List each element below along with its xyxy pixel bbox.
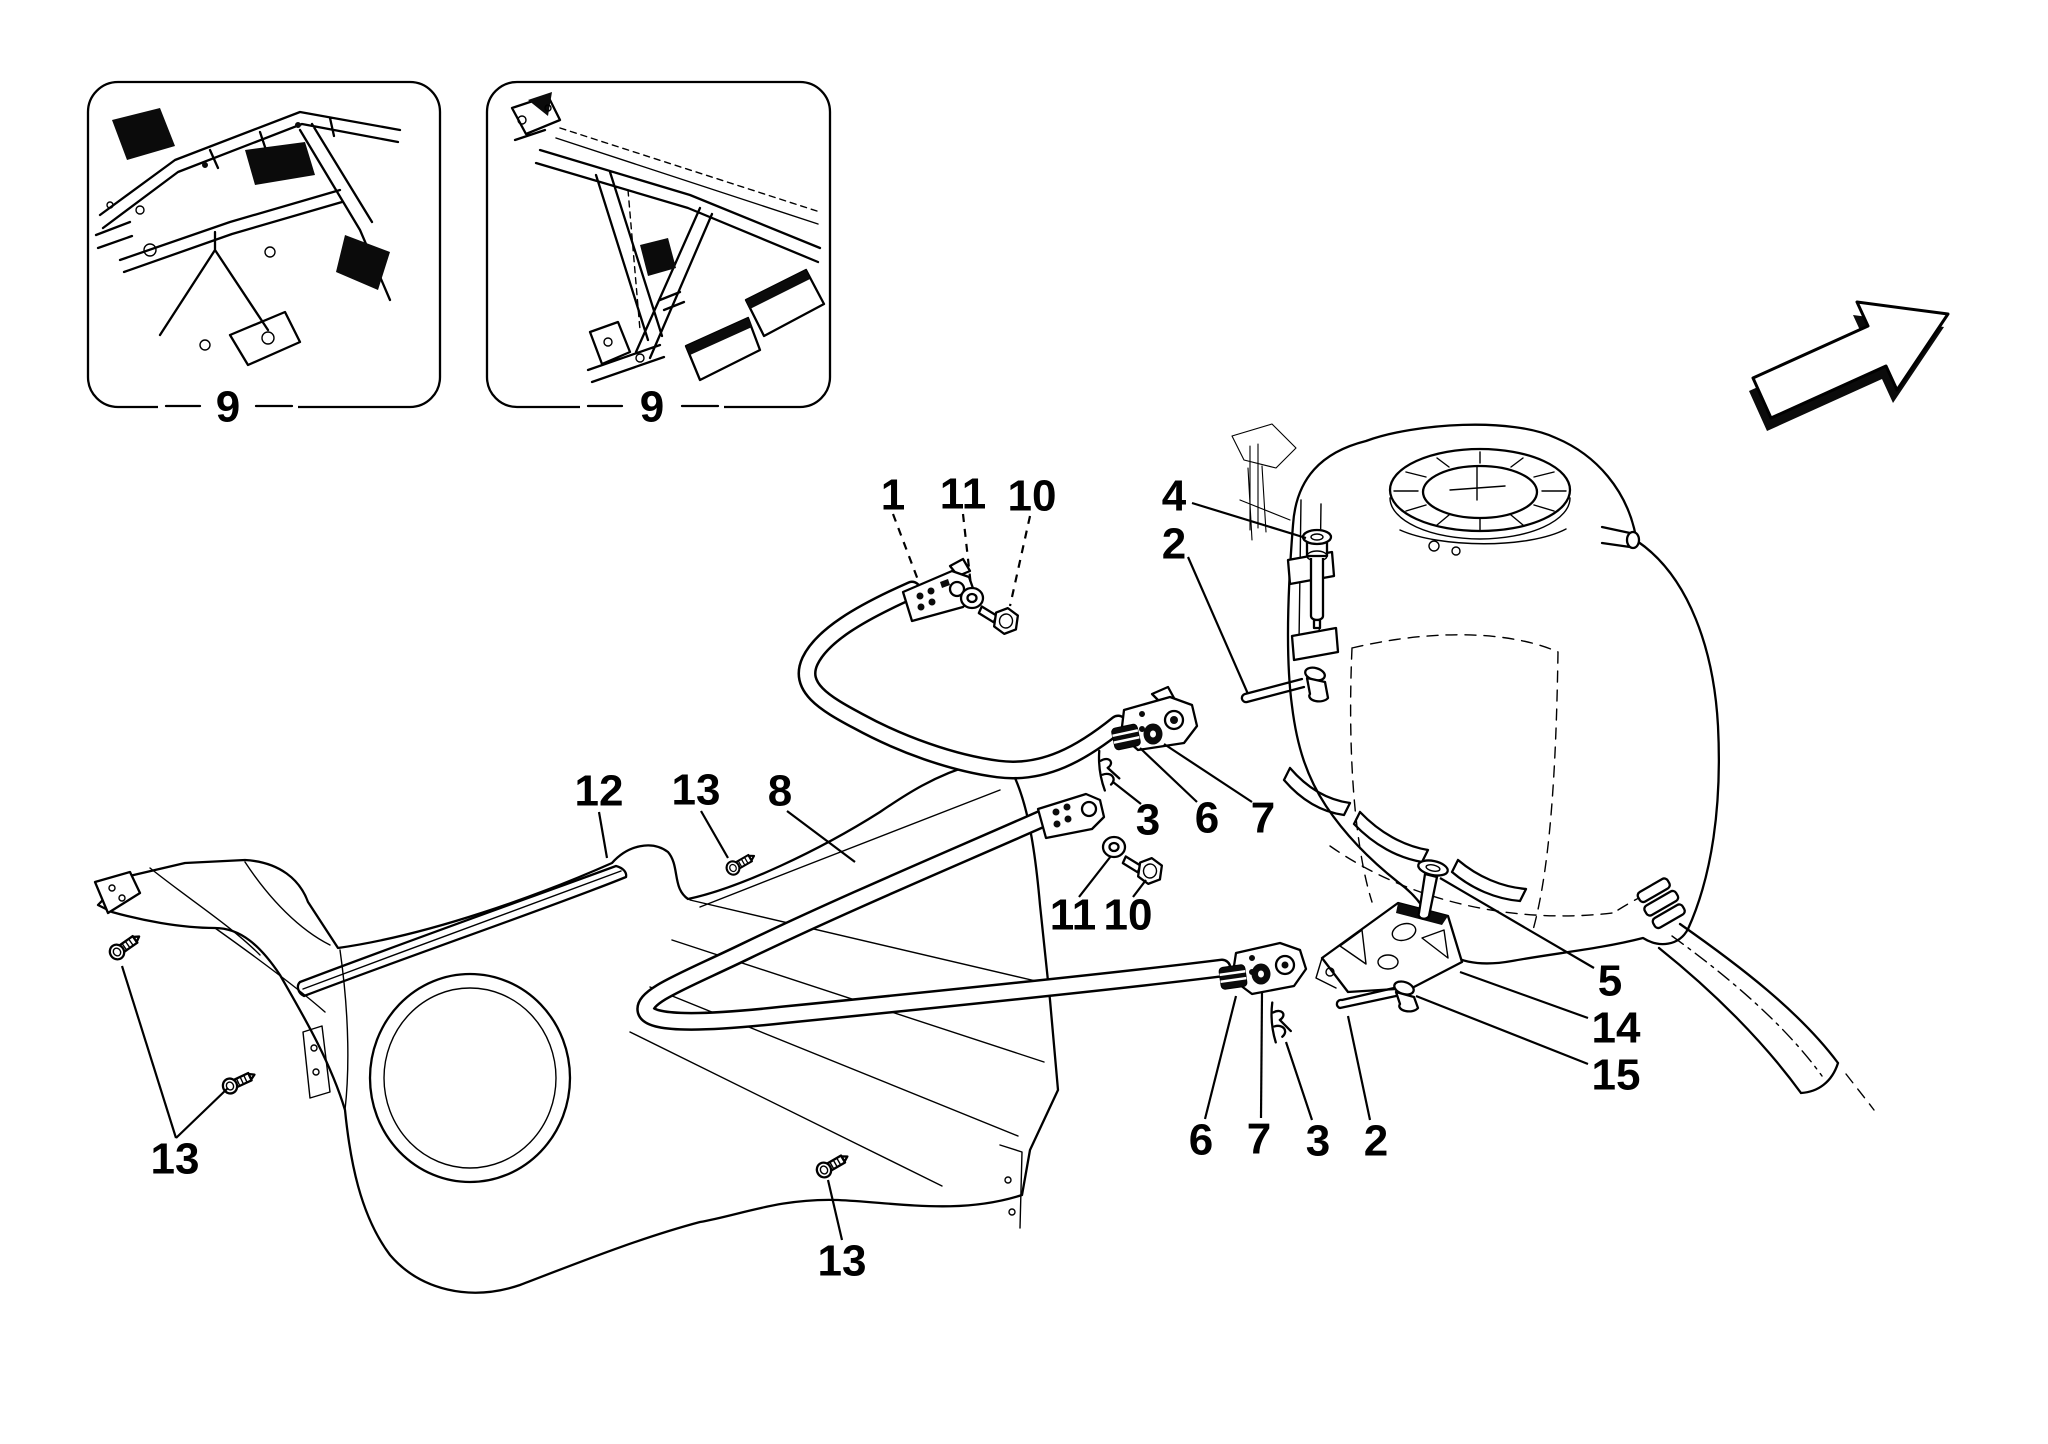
callout-label-2: 2 bbox=[1162, 520, 1186, 569]
leader-line-4 bbox=[1191, 501, 1307, 540]
inset-thumbnail-2: 9 bbox=[485, 80, 832, 432]
leader-line-5 bbox=[1439, 877, 1595, 969]
inset-2-label: 9 bbox=[640, 383, 664, 432]
ring-center-cross bbox=[1449, 465, 1506, 501]
callout-label-10: 10 bbox=[1008, 472, 1057, 521]
callout-label-14: 14 bbox=[1592, 1004, 1641, 1053]
tank-hidden-contours bbox=[1329, 634, 1657, 931]
callout-label-13: 13 bbox=[672, 766, 721, 815]
bumper-part7-lower bbox=[1251, 963, 1271, 985]
leader-line-3 bbox=[1112, 781, 1142, 805]
inset-1-chassis-sketch bbox=[94, 108, 402, 367]
shield-rail-part12 bbox=[296, 864, 628, 998]
fuel-nipple bbox=[1600, 525, 1641, 550]
leader-line-8 bbox=[786, 810, 856, 863]
callout-label-5: 5 bbox=[1598, 957, 1622, 1006]
bolt-part10-middle bbox=[1121, 855, 1164, 886]
leader-line-11 bbox=[961, 513, 973, 587]
ring-teeth bbox=[1393, 451, 1567, 531]
support-bracket-part14 bbox=[1315, 901, 1464, 994]
retaining-pin-part5 bbox=[1417, 859, 1449, 920]
tie-rod-part2-lower bbox=[1335, 980, 1420, 1013]
vent-dots bbox=[1428, 540, 1461, 556]
inset-1-label: 9 bbox=[216, 383, 240, 432]
shield-tip-bracket bbox=[93, 870, 142, 915]
upper-tank-strap-part1 bbox=[797, 557, 1199, 780]
bushing-part6-upper bbox=[1111, 723, 1141, 751]
leader-line-13 bbox=[826, 1179, 844, 1241]
screw-13-left-upper bbox=[108, 934, 141, 961]
callout-label-15: 15 bbox=[1592, 1051, 1641, 1100]
fuel-tank bbox=[1282, 423, 1875, 1111]
leader-line-10 bbox=[1008, 515, 1032, 607]
leader-line-1 bbox=[891, 513, 920, 581]
leader-line-13 bbox=[120, 965, 178, 1139]
callout-label-7: 7 bbox=[1251, 794, 1275, 843]
leader-line-7 bbox=[1259, 991, 1264, 1119]
shield-flap-holes bbox=[310, 1044, 1016, 1216]
tank-outline bbox=[1286, 423, 1721, 965]
leader-line-12 bbox=[597, 811, 609, 859]
callout-label-3: 3 bbox=[1306, 1117, 1330, 1166]
leader-line-13 bbox=[175, 1087, 229, 1139]
screw-13-bottom bbox=[815, 1154, 849, 1179]
wheel-arch-cutout bbox=[368, 972, 572, 1184]
callout-label-13: 13 bbox=[818, 1237, 867, 1286]
leader-line-2 bbox=[1186, 556, 1250, 695]
leader-line-6 bbox=[1139, 747, 1198, 803]
strap1-plate-end bbox=[901, 557, 977, 623]
washer-part11-upper bbox=[959, 586, 985, 610]
leader-line-15 bbox=[1415, 994, 1589, 1066]
callout-label-2: 2 bbox=[1364, 1117, 1388, 1166]
inset-2-chassis-sketch bbox=[510, 92, 826, 384]
bumper-part7-upper bbox=[1143, 723, 1163, 745]
outlet-hose bbox=[1636, 877, 1875, 1111]
inset-2-label-gap bbox=[580, 396, 724, 416]
callout-label-13: 13 bbox=[151, 1135, 200, 1184]
safety-clip-part3-lower bbox=[1270, 1001, 1292, 1044]
retaining-pin-part4 bbox=[1301, 528, 1333, 630]
leader-line-3 bbox=[1284, 1041, 1314, 1121]
inset-1-label-gap bbox=[158, 396, 298, 416]
strap1-clevis-end bbox=[1119, 685, 1199, 752]
callout-label-11: 11 bbox=[1050, 891, 1097, 940]
strap8-plate-end bbox=[1036, 792, 1106, 840]
direction-arrow-icon bbox=[1749, 300, 1950, 431]
leader-line-11 bbox=[1078, 855, 1112, 898]
callout-label-6: 6 bbox=[1189, 1116, 1213, 1165]
callout-label-12: 12 bbox=[575, 767, 624, 816]
washer-part11-middle bbox=[1101, 835, 1127, 859]
inset-thumbnail-1: 9 bbox=[86, 80, 442, 432]
heat-shield-panel bbox=[93, 760, 1060, 1294]
tie-rod-part2-upper bbox=[1240, 666, 1330, 704]
leader-line-13 bbox=[700, 810, 729, 859]
strap-guides bbox=[1282, 766, 1528, 903]
hose-ribbed-connector bbox=[1636, 877, 1686, 930]
leader-line-2 bbox=[1346, 1015, 1372, 1121]
callout-label-3: 3 bbox=[1136, 796, 1160, 845]
shield-outline bbox=[96, 760, 1060, 1294]
chassis-hint-lines bbox=[1231, 423, 1297, 541]
shield-surface-lines bbox=[149, 789, 1045, 1229]
leader-line-14 bbox=[1459, 970, 1589, 1020]
bushing-part6-lower bbox=[1218, 964, 1248, 990]
callout-label-8: 8 bbox=[768, 767, 792, 816]
leader-line-10 bbox=[1132, 879, 1147, 898]
screw-13-middle bbox=[725, 853, 756, 876]
safety-clip-part3-upper bbox=[1097, 749, 1121, 792]
callout-label-10: 10 bbox=[1104, 891, 1153, 940]
screw-13-left-lower bbox=[221, 1071, 256, 1095]
callout-label-11: 11 bbox=[940, 470, 987, 519]
filler-ring bbox=[1388, 447, 1572, 556]
leader-line-7 bbox=[1163, 743, 1253, 803]
bolt-part10-upper bbox=[977, 605, 1020, 636]
lower-tank-strap-part8 bbox=[636, 792, 1308, 1031]
callout-label-7: 7 bbox=[1247, 1115, 1271, 1164]
leader-line-6 bbox=[1203, 995, 1238, 1120]
callout-label-6: 6 bbox=[1195, 794, 1219, 843]
callout-label-1: 1 bbox=[881, 471, 905, 520]
callout-label-4: 4 bbox=[1162, 472, 1187, 521]
